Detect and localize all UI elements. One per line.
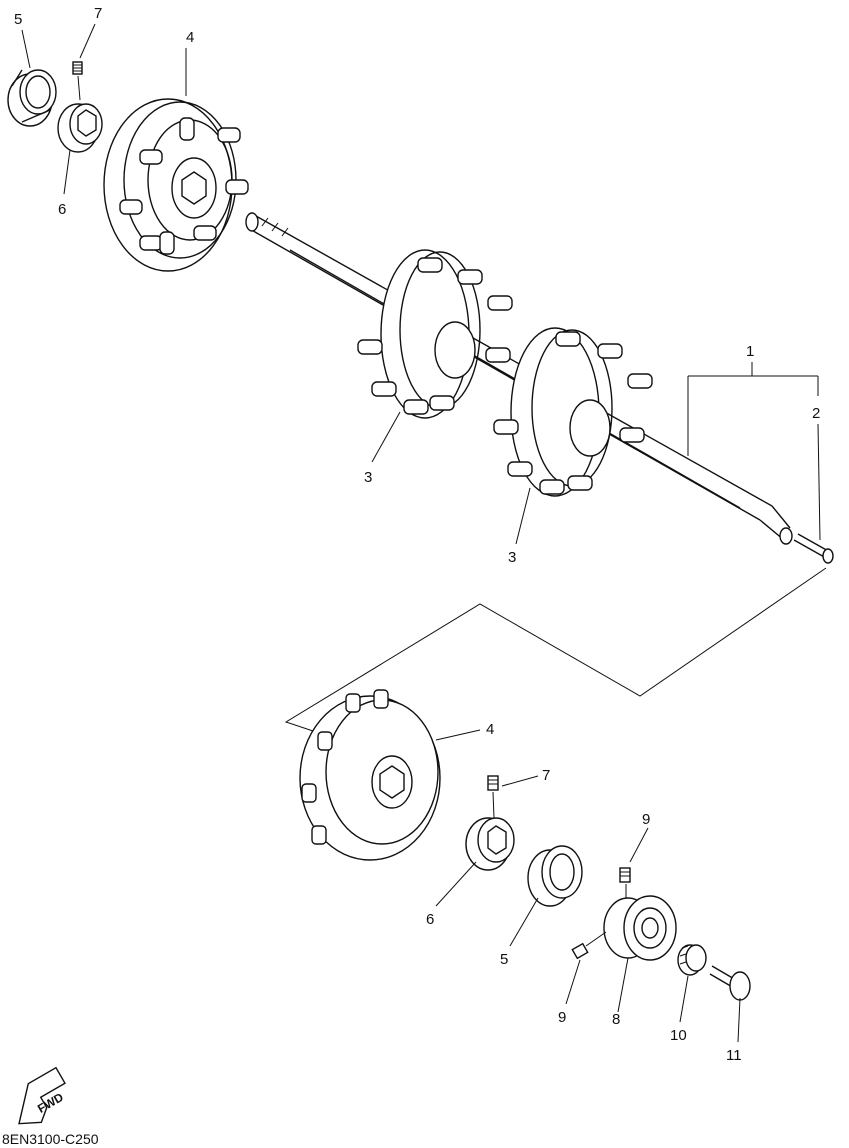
leader-lines-bottom (435, 729, 741, 1043)
part-7-set-screw-top (72, 61, 83, 101)
callout-10: 10 (670, 1027, 687, 1044)
callout-labels: 5 7 4 6 1 2 3 3 4 7 9 6 5 9 8 10 11 (14, 5, 820, 1064)
part-9-set-screw-lower (571, 931, 607, 960)
callout-4-bottom: 4 (486, 721, 494, 738)
callout-9-upper: 9 (642, 811, 650, 828)
callout-11: 11 (726, 1047, 742, 1064)
part-8-bearing (603, 895, 677, 961)
callout-5-top: 5 (14, 11, 22, 28)
part-4-sprocket-top (103, 98, 249, 272)
callout-6-bottom: 6 (426, 911, 434, 928)
assembly-connector-line (284, 567, 827, 741)
fwd-arrow-icon: FWD (18, 1066, 66, 1125)
callout-1: 1 (746, 343, 754, 360)
part-9-set-screw-upper (619, 867, 631, 902)
leader-lines-top (21, 23, 531, 545)
callout-7-top: 7 (94, 5, 102, 22)
part-2-pin (793, 533, 834, 564)
callout-8: 8 (612, 1011, 620, 1028)
callout-9-lower: 9 (558, 1009, 566, 1026)
part-1-drive-shaft (245, 212, 793, 545)
callout-2: 2 (812, 405, 820, 422)
part-3-sprocket-a (357, 249, 513, 419)
part-5-collar-bottom (527, 845, 583, 907)
callout-3-second: 3 (508, 549, 516, 566)
part-4-sprocket-bottom (299, 689, 441, 861)
callout-5-bottom: 5 (500, 951, 508, 968)
callout-7-bottom: 7 (542, 767, 550, 784)
callout-4-top: 4 (186, 29, 194, 46)
callout-6-top: 6 (58, 201, 66, 218)
part-7-set-screw-bottom (487, 775, 499, 819)
part-11-bolt (709, 965, 751, 1001)
part-5-collar-top (7, 69, 57, 127)
callout-1-bracket (687, 362, 821, 541)
part-6-hex-collar-top (57, 103, 103, 153)
callout-3-first: 3 (364, 469, 372, 486)
drawing-code: 8EN3100-C250 (2, 1131, 99, 1147)
part-10-knurled-nut (677, 944, 707, 976)
part-3-sprocket-b (493, 327, 653, 497)
part-6-hex-collar-bottom (465, 817, 515, 871)
